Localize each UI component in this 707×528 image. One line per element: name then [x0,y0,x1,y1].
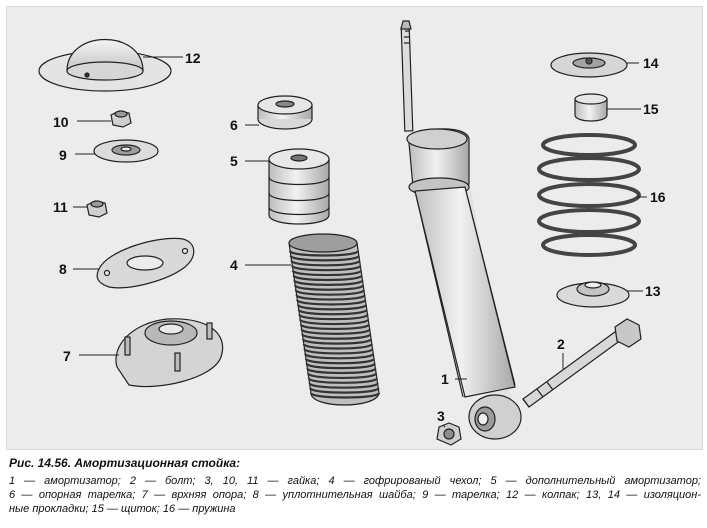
bellows-rib [296,303,368,311]
bellows-rib [307,372,378,379]
callout-15: 15 [643,101,659,117]
bellows-rib [288,249,360,257]
bellows-rib [300,328,371,335]
callout-13: 13 [645,283,661,299]
bellows-rib [293,279,364,286]
callout-7: 7 [63,348,71,364]
bellows-rib [298,313,369,321]
bellows-rib [292,274,363,282]
bellows-rib [309,391,381,399]
callout-3: 3 [437,408,445,424]
bellows-rib [303,347,374,355]
bellows-rib [301,338,373,345]
bellows-rib [307,377,378,384]
bellows-rib [304,352,375,360]
part-spring [537,133,641,257]
figure-caption: Рис. 14.56. Амортизационная стойка: 1 — … [9,456,701,516]
bellows-rib [290,259,361,267]
bellows-rib [296,298,367,306]
parts-drawing [38,20,647,446]
part-isolator-bottom [556,281,630,308]
callout-14: 14 [643,55,659,71]
part-bump-stop [268,148,330,225]
part-bolt [522,318,642,408]
part-shock-absorber [400,20,522,440]
exploded-view-diagram: 12 10 9 11 8 7 6 5 4 14 15 16 13 1 2 3 [6,6,703,450]
part-top-mount [115,318,224,388]
part-nut-11 [86,200,108,218]
bellows-rib [297,308,368,316]
part-cap [38,39,172,92]
bellows-rib [305,362,376,370]
caption-title: Рис. 14.56. Амортизационная стойка: [9,456,241,470]
bellows-rib [302,342,373,350]
part-nut-3 [436,422,462,446]
caption-line: 6 — опорная тарелка; 7 — врхняя опора; 8… [9,489,701,501]
bellows-rib [299,323,370,330]
callout-10: 10 [53,114,69,130]
part-plate [93,139,159,163]
callout-4: 4 [230,257,238,273]
callout-2: 2 [557,336,565,352]
caption-line: 1 — амортизатор; 2 — болт; 3, 10, 11 — г… [9,475,701,487]
bellows-rib [301,333,372,340]
bellows-rib [291,269,362,277]
bellows-rib [306,367,377,375]
bellows-rib [294,289,365,296]
part-bellows [288,233,381,406]
callout-8: 8 [59,261,67,277]
caption-legend: 1 — амортизатор; 2 — болт; 3, 10, 11 — г… [9,474,701,516]
part-shield [574,93,608,122]
part-isolator-top [550,52,628,78]
part-nut-10 [110,110,132,128]
bellows-rib [299,318,370,326]
caption-line: ные прокладки; 15 — щиток; 16 — пружина [9,503,236,515]
bellows-rib [289,254,360,262]
callout-9: 9 [59,147,67,163]
bellows-rib [309,387,380,394]
callout-16: 16 [650,189,666,205]
callout-11: 11 [53,199,68,215]
part-gasket [96,237,195,289]
callout-6: 6 [230,117,238,133]
bellows-rib [308,382,379,389]
bellows-rib [304,357,376,365]
callout-5: 5 [230,153,238,169]
bellows-rib [293,284,365,291]
part-support-plate [257,95,313,130]
bellows-rib [291,264,362,272]
callout-12: 12 [185,50,201,66]
bellows-rib [295,293,366,301]
callout-1: 1 [441,371,449,387]
